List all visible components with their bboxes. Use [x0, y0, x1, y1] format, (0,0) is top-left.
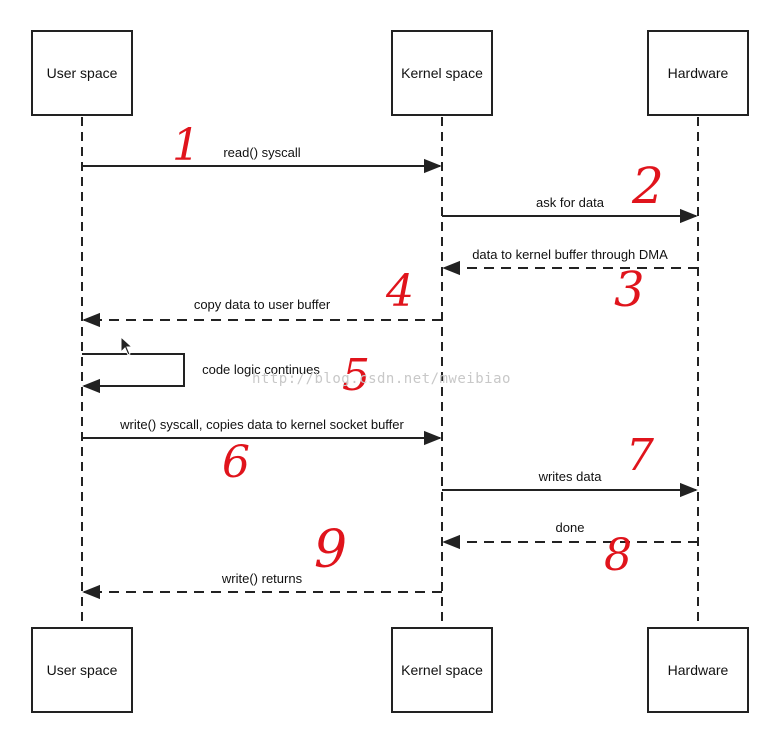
message-label: write() syscall, copies data to kernel s… [120, 417, 404, 432]
mouse-cursor-icon [120, 336, 134, 356]
annotation-step-6: 6 [222, 437, 250, 488]
annotation-step-1: 1 [172, 120, 200, 171]
actor-hardware-label: Hardware [667, 662, 729, 678]
annotation-step-7: 7 [626, 430, 654, 481]
actor-kernel-bottom: Kernel space [391, 627, 493, 713]
watermark-text: http://blog.csdn.net/mweibiao [252, 371, 511, 387]
actor-hardware-top: Hardware [647, 30, 749, 116]
actor-kernel-label: Kernel space [401, 65, 483, 81]
message-label: writes data [538, 469, 602, 484]
actor-kernel-label: Kernel space [401, 662, 483, 678]
actor-hardware-label: Hardware [667, 65, 729, 81]
message-label: copy data to user buffer [193, 297, 331, 312]
annotation-step-3: 3 [614, 262, 645, 318]
actor-kernel-top: Kernel space [391, 30, 493, 116]
message-label: write() returns [221, 571, 303, 586]
annotation-step-5: 5 [342, 350, 370, 401]
message-label: ask for data [536, 195, 604, 210]
annotation-step-9: 9 [314, 520, 348, 580]
actor-user-label: User space [46, 662, 118, 678]
annotation-step-4: 4 [386, 266, 414, 317]
actor-user-bottom: User space [31, 627, 133, 713]
message-label: code logic continues [202, 362, 320, 377]
message-label: done [555, 520, 585, 535]
actor-user-top: User space [31, 30, 133, 116]
annotation-step-8: 8 [604, 530, 632, 581]
actor-user-label: User space [46, 65, 118, 81]
message-label: read() syscall [223, 145, 301, 160]
actor-hardware-bottom: Hardware [647, 627, 749, 713]
arrow-self-code-logic [82, 353, 185, 394]
message-label: data to kernel buffer through DMA [472, 247, 668, 262]
annotation-step-2: 2 [632, 157, 664, 215]
